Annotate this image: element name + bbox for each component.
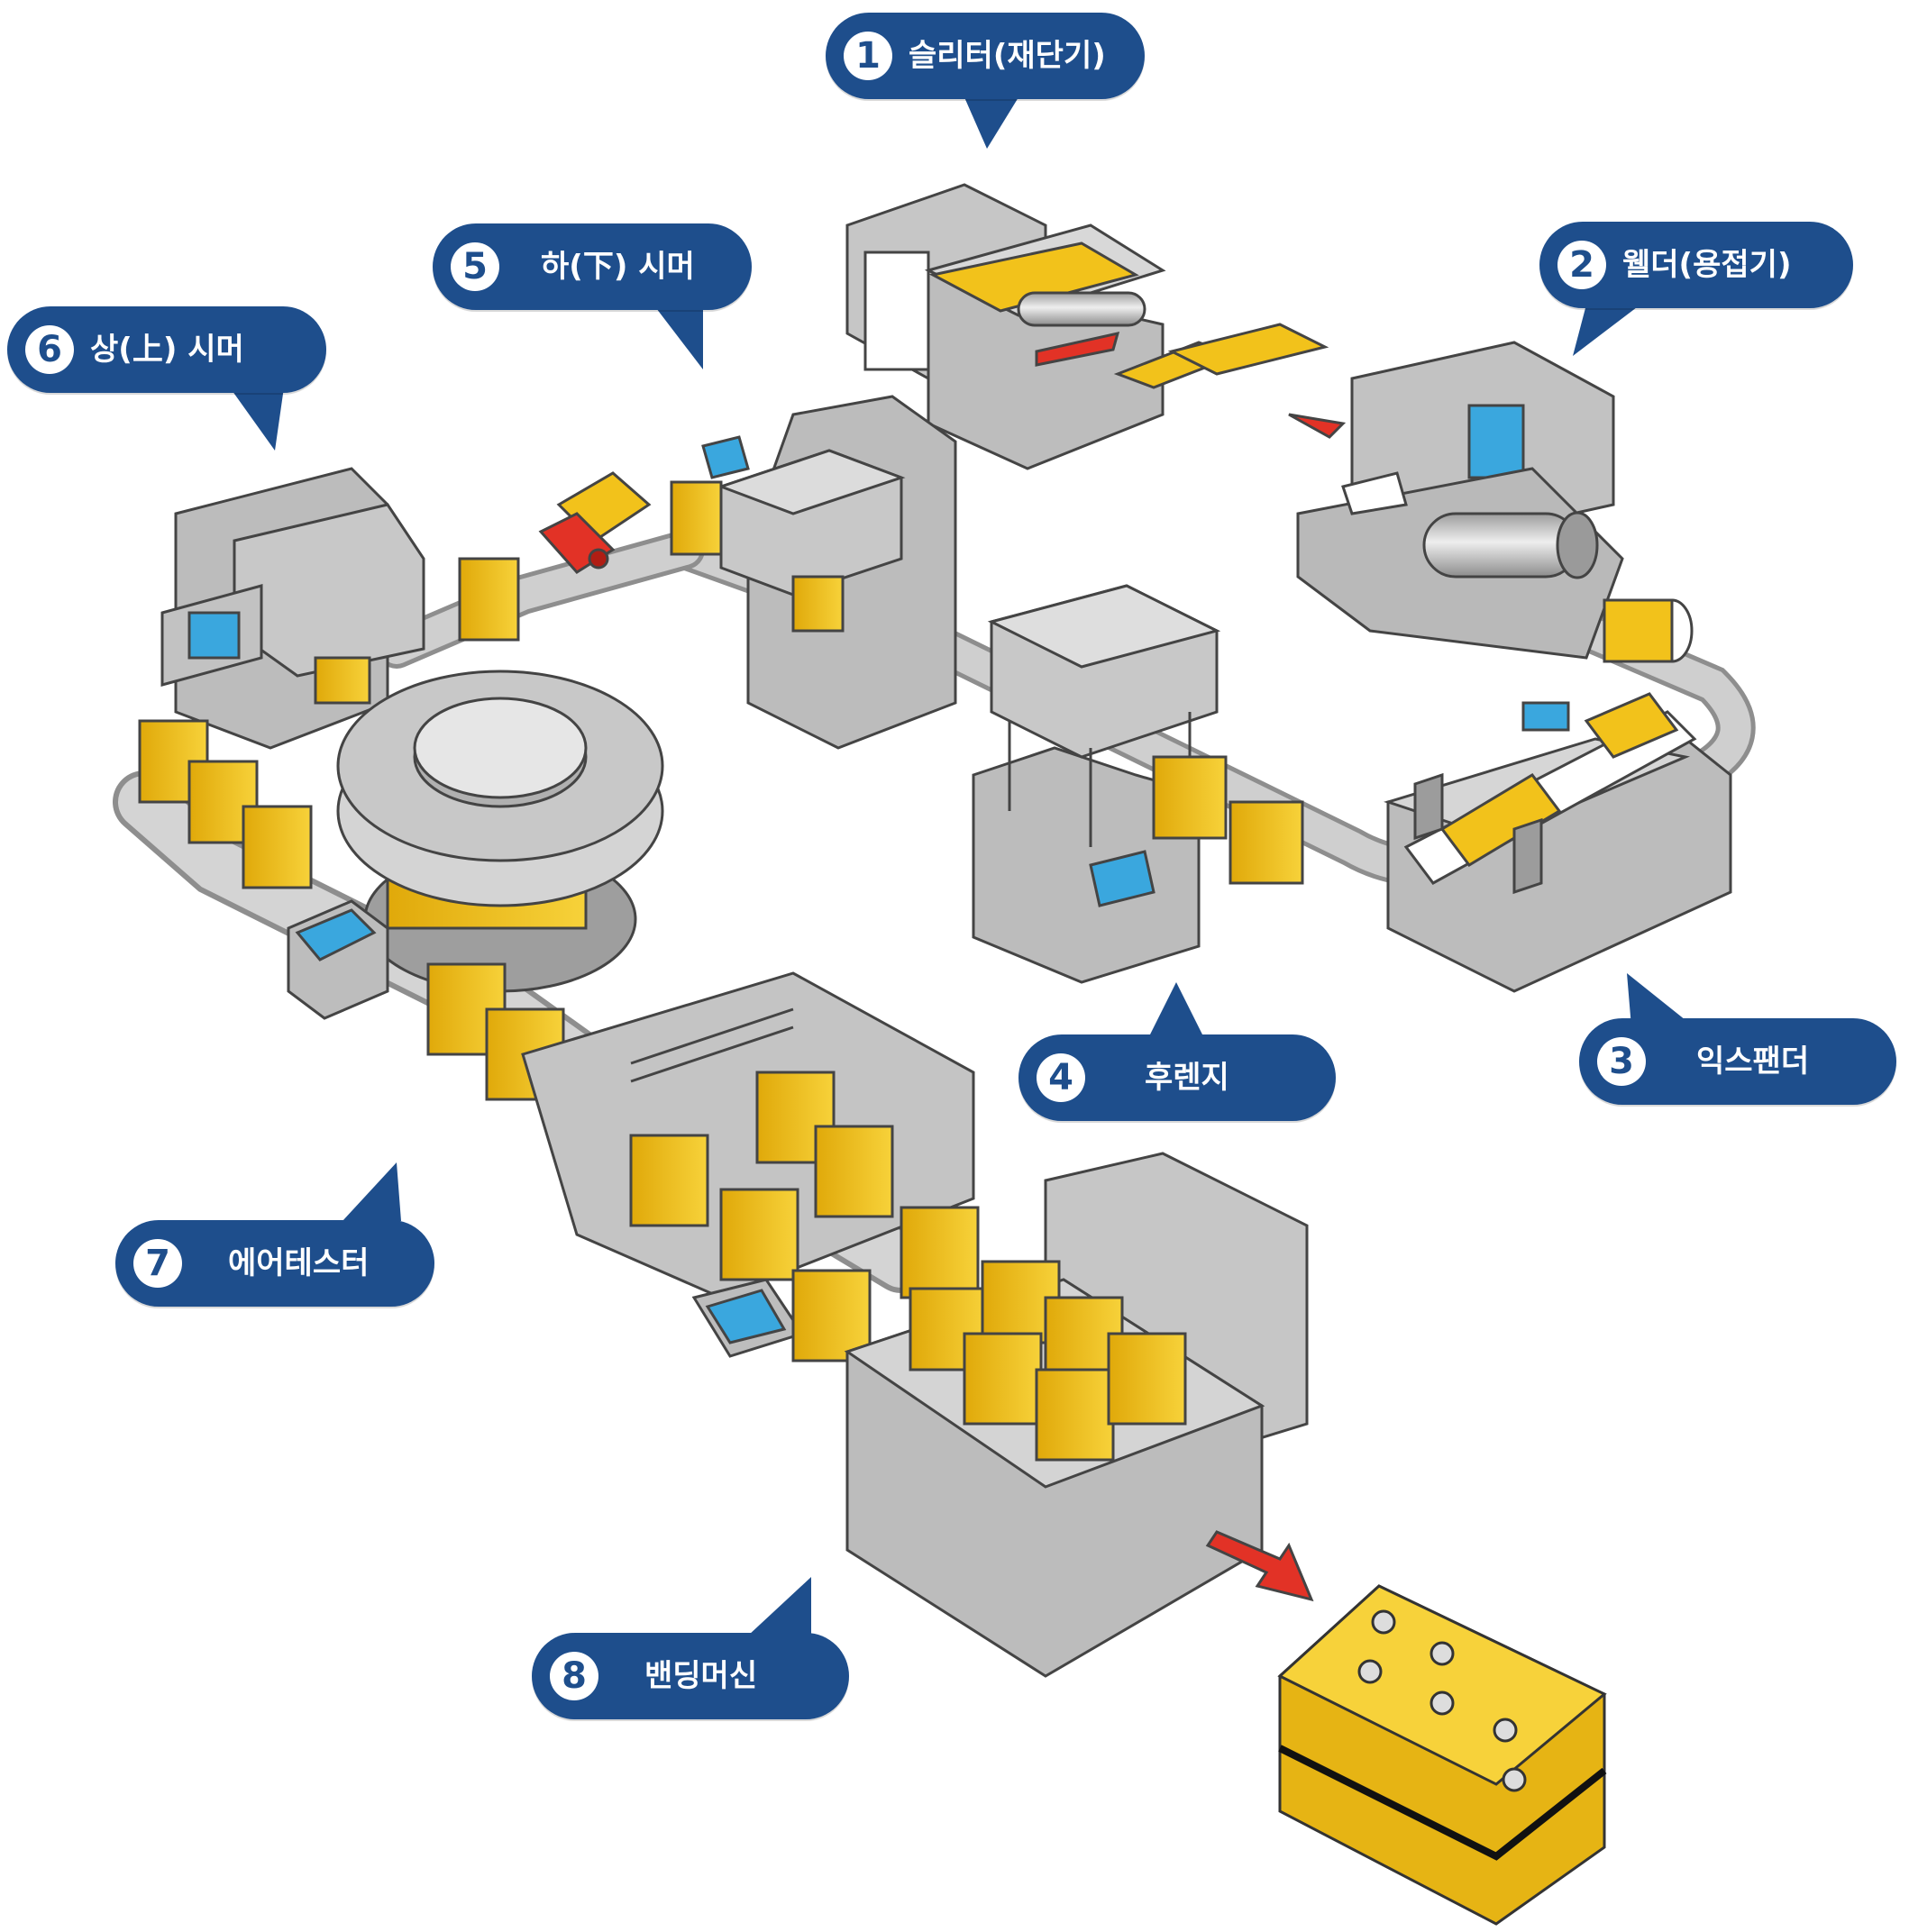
callout-number: 4 [1037, 1053, 1085, 1102]
callout-label: 하(下) 시머 [541, 249, 695, 285]
callout-number: 6 [25, 325, 74, 374]
callout-8-tail [748, 1577, 811, 1636]
callout-air-tester: 7 에어테스터 [115, 1220, 434, 1307]
callout-number: 1 [844, 32, 892, 80]
callout-3-tail [1627, 973, 1694, 1027]
callout-number: 2 [1557, 241, 1606, 289]
callout-label: 상(上) 시머 [90, 332, 244, 368]
callout-label: 익스팬더 [1696, 1043, 1810, 1080]
callout-6-tail [230, 387, 284, 451]
callout-number: 5 [451, 242, 499, 291]
callout-bottom-seamer: 5 하(下) 시머 [433, 223, 752, 310]
callout-7-tail [343, 1162, 401, 1221]
slitter-machine [845, 183, 1347, 470]
callout-top-seamer: 6 상(上) 시머 [7, 306, 326, 393]
top-seamer-machine [160, 467, 664, 993]
banding-machine [844, 1152, 1314, 1678]
finished-can-bundle [1277, 1584, 1607, 1926]
callout-number: 7 [133, 1239, 182, 1288]
callout-label: 밴딩머신 [644, 1658, 758, 1694]
callout-2-tail [1573, 305, 1640, 356]
callout-label: 에어테스터 [228, 1245, 370, 1281]
callout-label: 후렌지 [1145, 1060, 1229, 1096]
callout-welder: 2 웰더(용접기) [1539, 222, 1853, 308]
callout-number: 8 [550, 1652, 598, 1700]
callout-5-tail [653, 305, 703, 369]
air-tester-machine [287, 899, 980, 1362]
welder-machine [1296, 341, 1694, 663]
callout-expander: 3 익스팬더 [1579, 1018, 1896, 1105]
callout-label: 슬리터(재단기) [909, 38, 1106, 74]
callout-number: 3 [1597, 1037, 1646, 1086]
callout-tails [230, 97, 1694, 1636]
expander-machine [1384, 692, 1732, 993]
callout-slitter: 1 슬리터(재단기) [826, 13, 1145, 99]
callout-flanger: 4 후렌지 [1018, 1034, 1336, 1121]
callout-1-tail [964, 97, 1018, 149]
bottom-seamer-machine [538, 395, 957, 750]
callout-label: 웰더(용접기) [1622, 247, 1792, 283]
flanger-machine [891, 584, 1304, 984]
callout-banding-machine: 8 밴딩머신 [532, 1633, 849, 1719]
callout-4-tail [1149, 982, 1203, 1036]
